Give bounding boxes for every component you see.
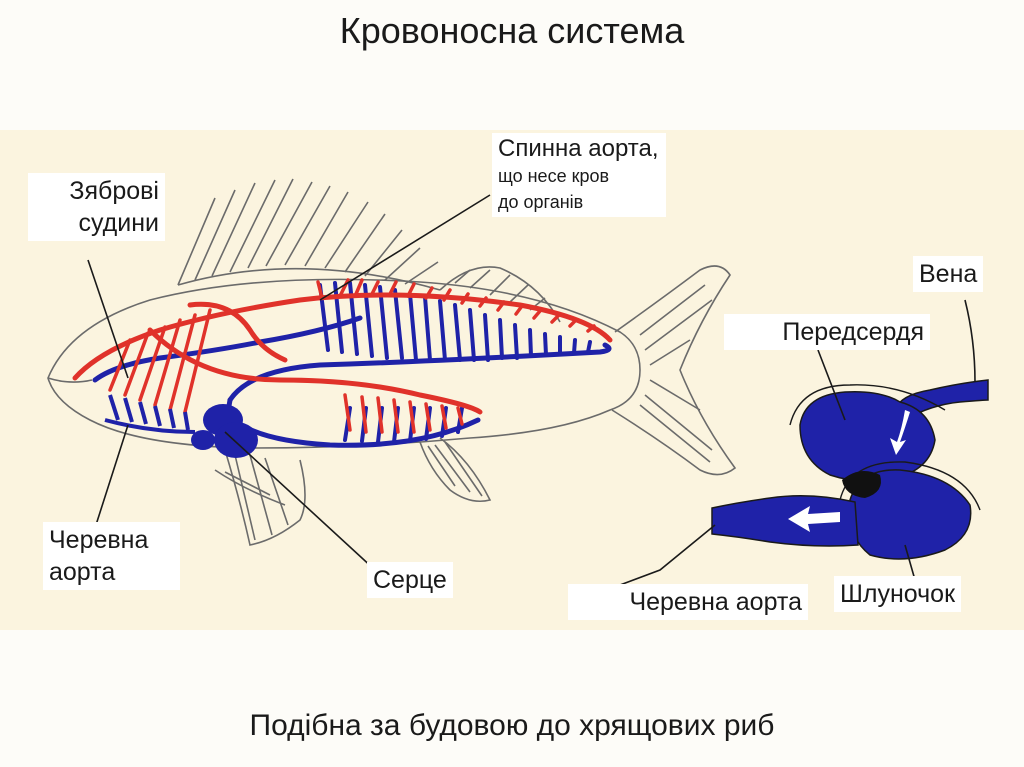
label-ventral-aorta-right: Черевна аорта <box>568 584 808 620</box>
label-gill-vessels: Зяброві судини <box>28 173 165 241</box>
sinus-dark <box>842 471 881 498</box>
label-gill-vessels-line1: Зяброві <box>69 177 159 205</box>
label-dorsal-aorta-desc1: що несе кров <box>498 166 610 186</box>
label-atrium: Передсердя <box>724 314 930 350</box>
venous-vessels <box>92 281 612 448</box>
label-ventral-aorta-left-line2: аорта <box>49 558 116 586</box>
anal-fin <box>419 437 492 503</box>
label-dorsal-aorta-title: Спинна аорта, <box>498 135 659 162</box>
dorsal-fin <box>177 178 441 291</box>
soft-dorsal-fin <box>439 266 561 323</box>
label-ventral-aorta-left: Черевна аорта <box>43 522 180 590</box>
atrium-chamber <box>799 390 936 482</box>
pointer-lines <box>87 194 976 586</box>
pelvic-fin <box>224 449 306 546</box>
arterial-vessels <box>72 278 613 434</box>
label-ventral-aorta-left-line1: Черевна <box>49 526 149 554</box>
page-title: Кровоносна система <box>339 10 685 51</box>
label-dorsal-aorta: Спинна аорта, що несе кров до органів <box>492 133 666 217</box>
label-vein: Вена <box>913 256 984 292</box>
ventricle-chamber <box>848 469 972 560</box>
fish-heart <box>191 404 258 458</box>
label-gill-vessels-line2: судини <box>78 209 160 237</box>
heart-detail <box>711 379 989 560</box>
gill-arches <box>104 394 196 434</box>
heart-arrow-left <box>788 506 840 532</box>
label-ventricle: Шлуночок <box>834 576 962 612</box>
tail-fin <box>611 265 737 476</box>
label-heart: Серце <box>367 562 453 598</box>
heart-arrow-down <box>890 410 910 455</box>
label-dorsal-aorta-desc2: до органів <box>498 192 584 212</box>
slide-caption: Подібна за будовою до хрящових риб <box>249 709 775 742</box>
ventral-aorta-vessel <box>711 495 859 547</box>
